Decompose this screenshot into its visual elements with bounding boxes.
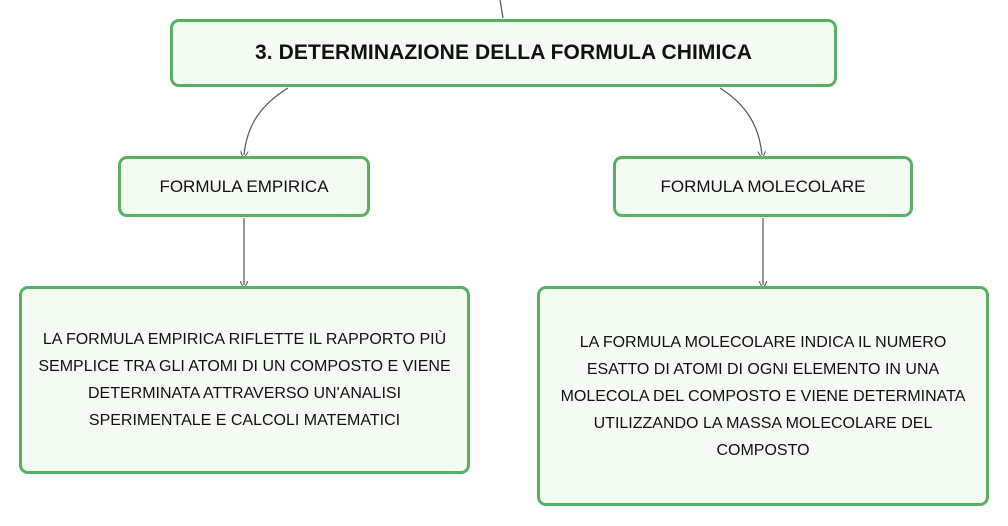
connector-incoming (499, 0, 504, 19)
node-formula-empirica-label: FORMULA EMPIRICA (159, 176, 329, 196)
node-formula-molecolare[interactable]: FORMULA MOLECOLARE (613, 156, 913, 217)
node-molecolare-description[interactable]: LA FORMULA MOLECOLARE INDICA IL NUMERO E… (537, 286, 989, 506)
connector-root-to-molecolare (719, 87, 762, 155)
root-node-label: 3. DETERMINAZIONE DELLA FORMULA CHIMICA (255, 41, 752, 64)
connector-root-to-empirica (244, 87, 289, 155)
node-molecolare-description-text: LA FORMULA MOLECOLARE INDICA IL NUMERO E… (560, 333, 966, 459)
root-node[interactable]: 3. DETERMINAZIONE DELLA FORMULA CHIMICA (170, 19, 837, 87)
node-empirica-description-text: LA FORMULA EMPIRICA RIFLETTE IL RAPPORTO… (38, 331, 451, 429)
node-formula-molecolare-label: FORMULA MOLECOLARE (660, 176, 866, 196)
node-formula-empirica[interactable]: FORMULA EMPIRICA (118, 156, 370, 217)
node-empirica-description[interactable]: LA FORMULA EMPIRICA RIFLETTE IL RAPPORTO… (19, 286, 470, 474)
